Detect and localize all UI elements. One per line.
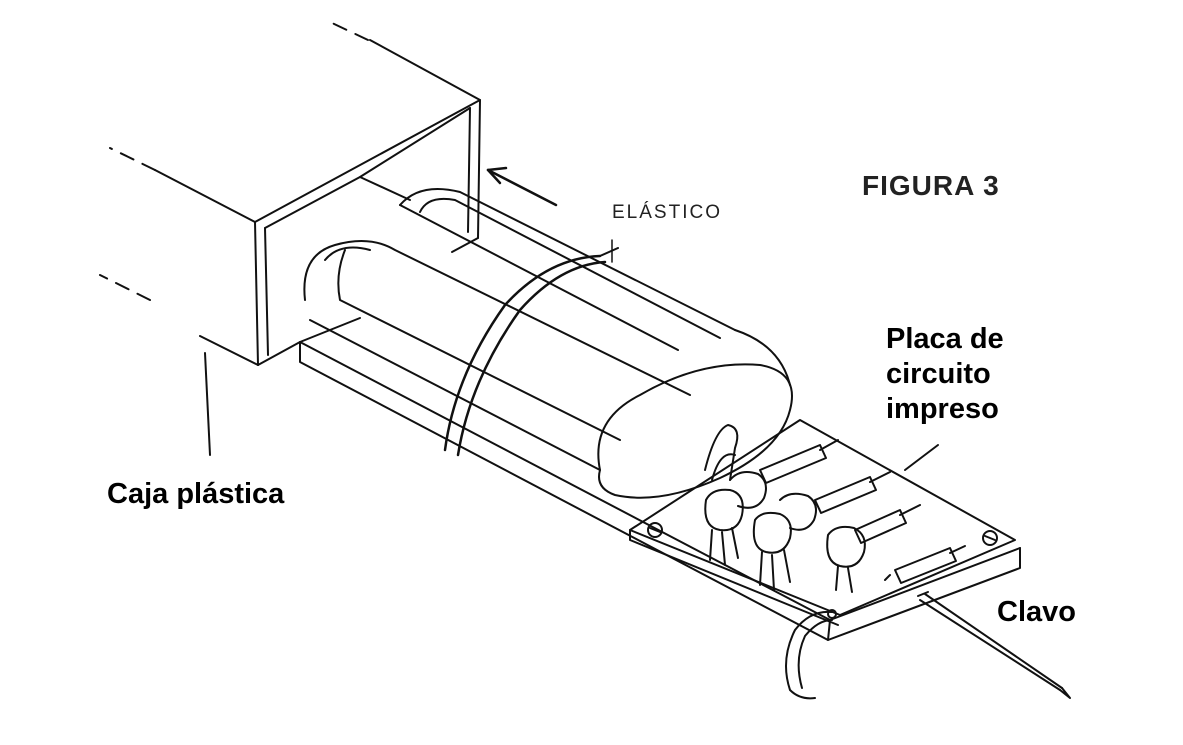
resistors [759,439,966,584]
antenna-wire [785,609,837,700]
elastic-band [443,239,619,457]
transistors [704,471,866,593]
plastic-box [99,21,558,456]
circuit-board-label: Placa de circuito impreso [886,322,1004,427]
plastic-box-label: Caja plástica [107,478,285,510]
nail-label: Clavo [997,596,1076,628]
figure-title: FIGURA 3 [862,170,1000,201]
nail [917,591,1071,699]
elastic-band-label: ELÁSTICO [612,202,722,223]
battery-pack [303,188,793,499]
circuit-board-label-line2: circuito [886,358,991,390]
circuit-board [629,419,1016,626]
circuit-board-label-line3: impreso [886,393,999,425]
circuit-board-label-line1: Placa de [886,323,1004,355]
